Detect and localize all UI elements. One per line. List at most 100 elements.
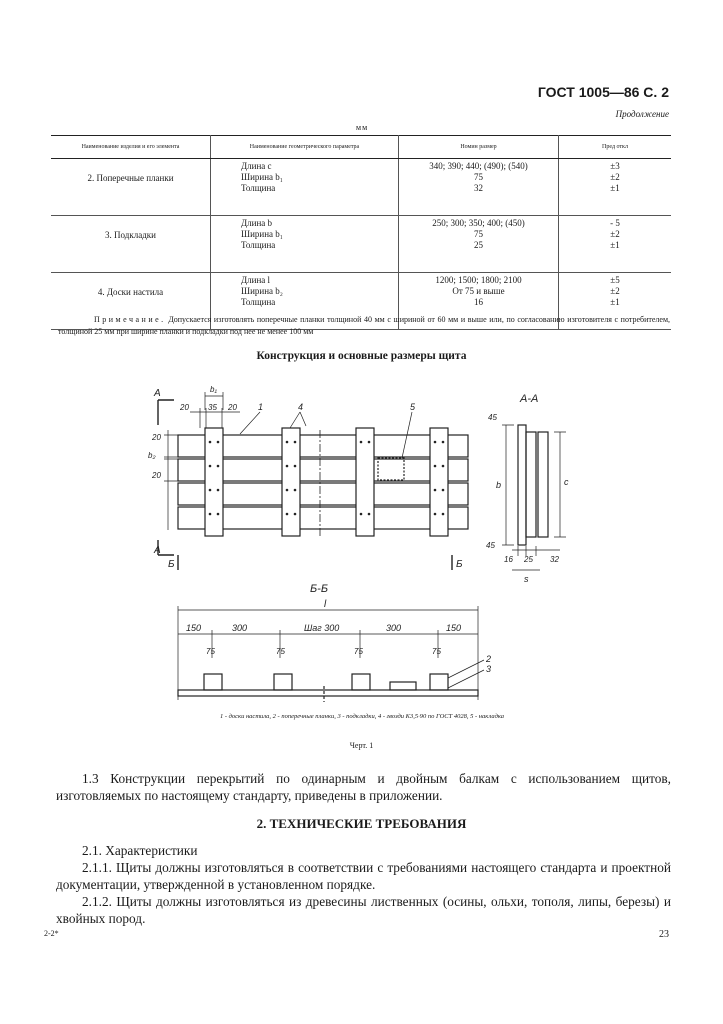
figure-legend: 1 - доски настила, 2 - поперечные планки… [219,713,505,720]
bb-deck [177,689,479,697]
cross-plank [355,427,375,537]
continuation-label: Продолжение [615,109,669,119]
dim-45-bottom: 45 [486,541,495,550]
table-row: 3. Подкладки Длина b Ширина b₁ Толщина 2… [51,215,671,273]
size-line: 340; 390; 440; (490); (540) [429,161,528,171]
param-line: Толщина [241,240,276,250]
label-aa: А-А [519,393,538,405]
size-cell: 250; 300; 350; 400; (450) 75 25 [398,215,559,273]
paragraph-2-1: 2.1. Характеристики [82,843,198,858]
paragraph-2-1-1: 2.1.1. Щиты должны изготовляться в соотв… [56,860,671,892]
table-row: 4. Доски настила Длина l Ширина b₂ Толщи… [51,272,671,330]
dim-step: Шаг 300 [304,623,339,633]
label-b2: b₂ [148,451,156,460]
tol-line: - 5 [610,218,620,228]
param-line: Длина l [241,275,271,285]
section-body: 2.1. Характеристики 2.1.1. Щиты должны и… [56,842,671,927]
note-text: Допускается изготовлять поперечные планк… [58,315,671,336]
tol-line: ±1 [610,183,620,193]
note-label: Примечание. [94,315,166,324]
tolerance-cell: ±5 ±2 ±1 [558,272,671,330]
page-number: 23 [659,929,669,940]
size-line: От 75 и выше [452,286,505,296]
dim-line [512,546,560,571]
label-1: 1 [258,402,263,412]
dim-line [177,606,479,700]
leader-line [447,659,485,689]
tol-line: ±2 [610,229,620,239]
label-s: s [524,574,529,584]
figure-title: Конструкция и основные размеры щита [256,350,467,362]
aa-plank [525,431,537,538]
dim-75: 75 [354,647,363,656]
label-c: c [564,477,569,487]
item-name: 3. Подкладки [51,215,211,273]
bb-plank [273,673,293,691]
label-2: 2 [485,654,491,664]
label-a-bottom: А [153,545,161,556]
dim-20-right: 20 [227,403,237,412]
param-line: Ширина b₁ [241,229,283,239]
deck-board [177,434,469,458]
dim-20-top: 20 [151,433,161,442]
size-line: 75 [474,172,483,182]
paragraph-1-3: 1.3 Конструкции перекрытий по одинарным … [56,771,671,803]
item-name: 4. Доски настила [51,272,211,330]
overlay-plate [377,457,405,481]
section-line-b [177,555,453,570]
label-bb: Б-Б [310,583,328,595]
dim-32: 32 [550,555,559,564]
spec-table: Наименование изделия и его элемента Наим… [51,135,671,330]
param-line: Длина c [241,161,272,171]
bb-overlay [389,681,417,691]
dim-line [178,630,478,658]
tolerance-cell: ±3 ±2 ±1 [558,158,671,216]
label-4: 4 [298,402,303,412]
dim-45-top: 45 [488,413,497,422]
dim-300-right: 300 [386,623,401,633]
label-3: 3 [486,664,491,674]
leader-line [239,411,413,459]
figure-caption: Черт. 1 [349,741,374,750]
bb-plank [429,673,449,691]
dim-20-mid: 20 [151,471,161,480]
aa-board [517,424,527,546]
plan-view [157,392,469,570]
unit-label: мм [356,123,369,132]
dim-75: 75 [206,647,215,656]
size-cell: 340; 390; 440; (490); (540) 75 32 [398,158,559,216]
document-header: ГОСТ 1005—86 С. 2 [537,84,669,100]
label-b-right: Б [456,559,463,570]
dim-35: 35 [208,403,217,412]
col-header-tolerance: Пред откл [558,135,671,159]
table-note: Примечание. Допускается изготовлять попе… [58,314,670,338]
cross-plank [204,427,224,537]
section-line-a [157,399,174,556]
label-5: 5 [410,402,416,412]
label-l: l [324,599,327,610]
dim-150-left: 150 [186,623,201,633]
table-row: 2. Поперечные планки Длина c Ширина b₁ Т… [51,158,671,216]
dim-line [190,408,240,428]
size-line: 32 [474,183,483,193]
deck-board [177,482,469,506]
size-line: 25 [474,240,483,250]
cross-plank [281,427,301,537]
label-a-top: А [153,388,161,399]
tol-line: ±2 [610,172,620,182]
item-name: 2. Поперечные планки [51,158,211,216]
param-line: Толщина [241,183,276,193]
label-b: b [496,480,501,490]
dim-75: 75 [276,647,285,656]
param-cell: Длина b Ширина b₁ Толщина [210,215,399,273]
size-cell: 1200; 1500; 1800; 2100 От 75 и выше 16 [398,272,559,330]
dim-line [502,424,566,546]
aa-pad [537,431,549,538]
param-line: Длина b [241,218,273,228]
size-line: 16 [474,297,483,307]
tol-line: ±5 [610,275,620,285]
col-header-size: Номин размер [398,135,559,159]
bb-plank [351,673,371,691]
dim-line [164,430,180,530]
param-cell: Длина l Ширина b₂ Толщина [210,272,399,330]
